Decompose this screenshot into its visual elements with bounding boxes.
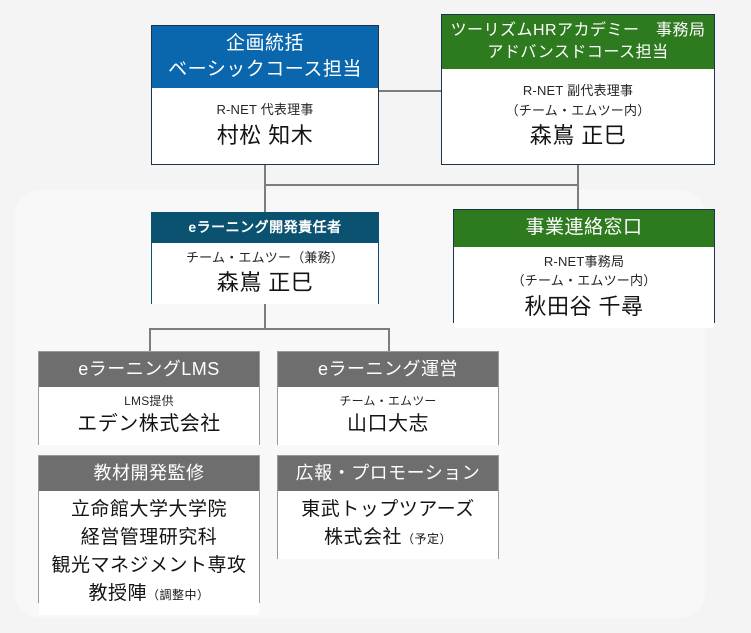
node-material-development-line4: 教授陣（調整中） (88, 581, 209, 608)
node-academy-role: R-NET 副代表理事 (522, 83, 634, 99)
node-academy-name: 森嶌 正巳 (529, 123, 627, 149)
node-elearning-operation-name: 山口大志 (347, 413, 429, 436)
node-elearning-operation-role: チーム・エムツー (339, 394, 437, 409)
node-elearning-development-body: チーム・エムツー（兼務） 森嶌 正巳 (152, 242, 378, 305)
node-elearning-development-role: チーム・エムツー（兼務） (185, 249, 344, 265)
node-elearning-lms-name: エデン株式会社 (77, 413, 221, 436)
node-planning-name: 村松 知木 (216, 122, 314, 148)
node-promotion-header: 広報・プロモーション (278, 456, 498, 492)
connector-academy-down (577, 165, 579, 211)
node-planning-header-line2: ベーシックコース担当 (168, 58, 362, 80)
node-planning-header: 企画統括 ベーシックコース担当 (152, 26, 378, 89)
node-material-development-body: 立命館大学大学院 経営管理研究科 観光マネジメント専攻 教授陣（調整中） (39, 491, 259, 616)
node-promotion-line2: 株式会社（予定） (324, 525, 452, 552)
node-elearning-development[interactable]: eラーニング開発責任者 チーム・エムツー（兼務） 森嶌 正巳 (151, 212, 379, 305)
connector-split-horizontal (149, 328, 390, 330)
connector-dev-down (264, 304, 266, 330)
node-business-contact-role: R-NET事務局 (543, 253, 625, 269)
node-promotion-line1: 東武トップツアーズ (301, 499, 475, 521)
node-elearning-operation-header: eラーニング運営 (278, 352, 498, 388)
node-material-development-line4-text: 教授陣 (88, 583, 147, 605)
node-material-development-line3: 観光マネジメント専攻 (51, 555, 247, 577)
node-academy-role2: （チーム・エムツー内） (505, 102, 651, 118)
node-planning[interactable]: 企画統括 ベーシックコース担当 R-NET 代表理事 村松 知木 (151, 25, 379, 165)
connector-planning-down (264, 165, 266, 213)
node-material-development-line1: 立命館大学大学院 (70, 499, 227, 521)
connector-mid-horizontal (264, 184, 579, 186)
node-material-development-header: 教材開発監修 (39, 456, 259, 492)
node-promotion-line2-text: 株式会社 (323, 527, 402, 549)
connector-planning-to-academy (379, 90, 443, 92)
node-business-contact-name: 秋田谷 千尋 (524, 293, 644, 319)
node-promotion[interactable]: 広報・プロモーション 東武トップツアーズ 株式会社（予定） (277, 455, 499, 560)
node-material-development-note: （調整中） (147, 588, 210, 603)
node-elearning-development-header: eラーニング開発責任者 (152, 213, 378, 243)
node-planning-header-line1: 企画統括 (225, 33, 304, 54)
node-academy-header-line1: ツーリズムHRアカデミー 事務局 (450, 22, 706, 39)
node-material-development[interactable]: 教材開発監修 立命館大学大学院 経営管理研究科 観光マネジメント専攻 教授陣（調… (38, 455, 260, 616)
node-promotion-note: （予定） (402, 532, 453, 547)
node-elearning-development-name: 森嶌 正巳 (216, 270, 314, 296)
node-promotion-body: 東武トップツアーズ 株式会社（予定） (278, 491, 498, 560)
node-elearning-lms-body: LMS提供 エデン株式会社 (39, 387, 259, 445)
node-elearning-lms-role: LMS提供 (124, 394, 174, 409)
node-planning-role: R-NET 代表理事 (216, 102, 314, 118)
connector-lms-down (149, 328, 151, 352)
node-material-development-line2: 経営管理研究科 (80, 527, 218, 549)
node-business-contact-role2: （チーム・エムツー内） (511, 273, 657, 289)
node-elearning-lms-header: eラーニングLMS (39, 352, 259, 388)
node-elearning-operation-body: チーム・エムツー 山口大志 (278, 387, 498, 445)
node-academy-header-line2: アドバンスドコース担当 (487, 43, 669, 61)
node-business-contact[interactable]: 事業連絡窓口 R-NET事務局 （チーム・エムツー内） 秋田谷 千尋 (453, 209, 715, 328)
node-academy[interactable]: ツーリズムHRアカデミー 事務局 アドバンスドコース担当 R-NET 副代表理事… (441, 14, 715, 165)
node-planning-body: R-NET 代表理事 村松 知木 (152, 88, 378, 164)
node-business-contact-body: R-NET事務局 （チーム・エムツー内） 秋田谷 千尋 (454, 246, 714, 328)
node-elearning-lms[interactable]: eラーニングLMS LMS提供 エデン株式会社 (38, 351, 260, 445)
connector-operation-down (388, 328, 390, 352)
node-business-contact-header: 事業連絡窓口 (454, 210, 714, 247)
node-elearning-operation[interactable]: eラーニング運営 チーム・エムツー 山口大志 (277, 351, 499, 445)
node-academy-body: R-NET 副代表理事 （チーム・エムツー内） 森嶌 正巳 (442, 69, 714, 164)
node-academy-header: ツーリズムHRアカデミー 事務局 アドバンスドコース担当 (442, 15, 714, 70)
